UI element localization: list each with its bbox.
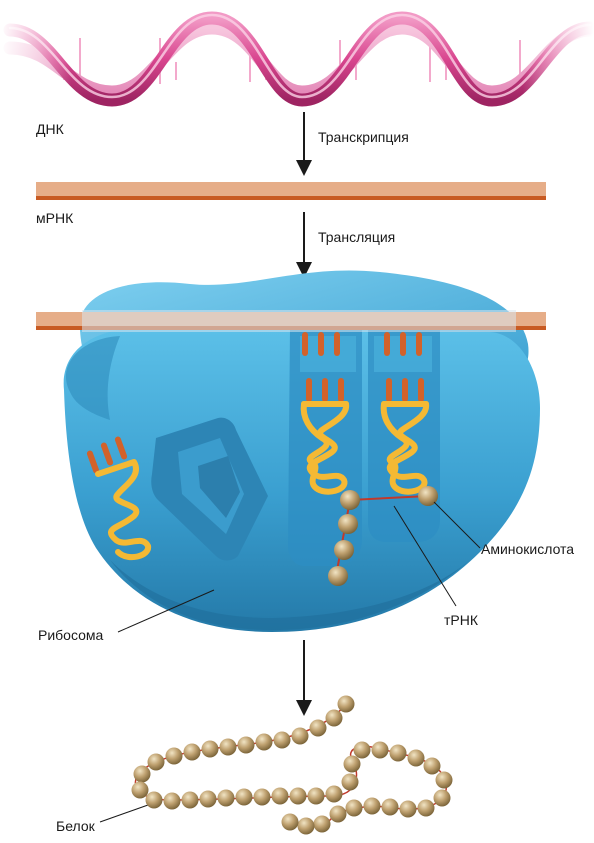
mrna-band — [36, 182, 546, 196]
mrna-edge — [36, 196, 546, 200]
mrna-strand — [36, 182, 546, 200]
dna-label: ДНК — [36, 121, 64, 137]
trna-label: тРНК — [444, 612, 478, 628]
dna-fade — [0, 0, 594, 115]
mrna-label: мРНК — [36, 210, 73, 226]
protein-chain — [132, 696, 453, 835]
translation-label: Трансляция — [318, 229, 395, 245]
protein-label: Белок — [56, 818, 95, 834]
amino-acid-label: Аминокислота — [481, 541, 574, 557]
ribosome-label: Рибосома — [38, 627, 103, 643]
transcription-label: Транскрипция — [318, 129, 409, 145]
mrna-in-ribosome — [36, 310, 546, 332]
dna-helix — [0, 0, 594, 115]
